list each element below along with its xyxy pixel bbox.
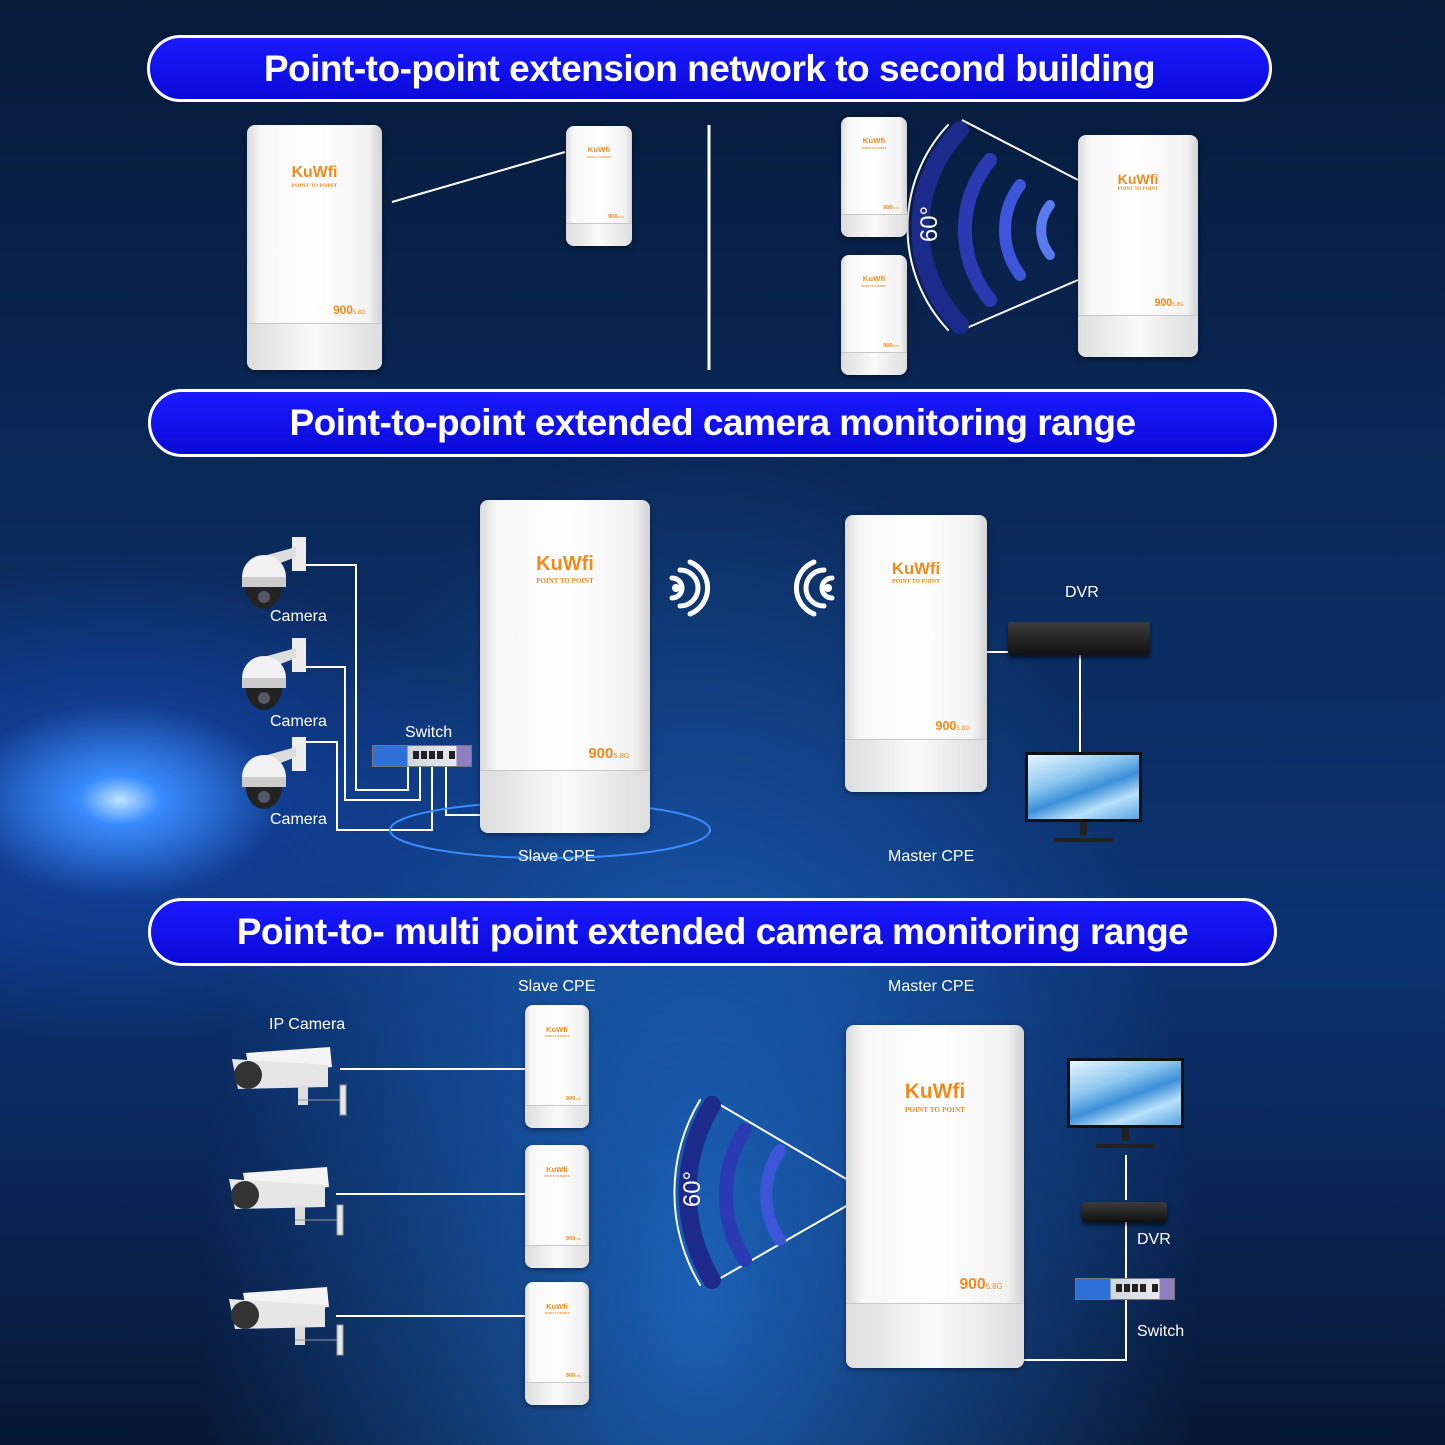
switch-label: Switch <box>405 724 453 741</box>
camera-label: Camera <box>270 811 327 828</box>
angle-label: 60° <box>679 1170 707 1208</box>
brand-logo: KuWfi <box>291 164 338 182</box>
angle-label: 60° <box>916 205 944 243</box>
dome-camera-icon <box>242 737 306 809</box>
brand-logo: KuWfi <box>546 1164 568 1174</box>
kuwfi-cpe-device: KuWfi POINT TO POINT 9005.8G <box>841 117 907 237</box>
dvr-recorder <box>1082 1202 1167 1222</box>
brand-logo: KuWfi <box>546 1024 568 1034</box>
dome-camera-icon <box>242 638 306 710</box>
banner-ptmp-camera: Point-to- multi point extended camera mo… <box>148 898 1277 966</box>
speed-badge: 9005.8G <box>565 1095 582 1102</box>
device-subtitle: POINT TO POINT <box>892 579 940 586</box>
speed-badge: 9005.8G <box>565 1372 582 1379</box>
banner-ptp-camera: Point-to-point extended camera monitorin… <box>148 389 1277 457</box>
slave-cpe-label: Slave CPE <box>518 848 596 865</box>
link-line <box>391 151 566 203</box>
kuwfi-cpe-device: KuWfi POINT TO POINT 9005.8G <box>525 1282 589 1405</box>
kuwfi-cpe-device: KuWfi POINT TO POINT 9005.8G <box>525 1005 589 1128</box>
speed-badge: 9005.8G <box>588 744 630 762</box>
ip-camera-label: IP Camera <box>269 1016 346 1033</box>
dvr-recorder <box>1008 622 1150 655</box>
kuwfi-cpe-device: KuWfi POINT TO POINT 9005.8G <box>480 500 650 833</box>
brand-logo: KuWfi <box>891 559 941 579</box>
dvr-label: DVR <box>1137 1231 1171 1248</box>
device-subtitle: POINT TO POINT <box>861 145 887 150</box>
device-subtitle: POINT TO POINT <box>544 1033 570 1038</box>
brand-logo: KuWfi <box>1117 170 1159 187</box>
speed-badge: 9005.8G <box>883 343 900 350</box>
wifi-signal-icon <box>793 559 835 617</box>
brand-logo: KuWfi <box>546 1301 568 1311</box>
kuwfi-cpe-device: KuWfi POINT TO POINT 9005.8G <box>247 125 382 370</box>
speed-badge: 9005.8G <box>565 1235 582 1242</box>
speed-badge: 9005.8G <box>1154 297 1184 310</box>
network-switch <box>372 745 472 767</box>
brand-logo: KuWfi <box>862 136 886 146</box>
device-subtitle: POINT TO POINT <box>904 1105 966 1114</box>
dvr-label: DVR <box>1065 584 1099 601</box>
kuwfi-cpe-device: KuWfi POINT TO POINT 9005.8G <box>1078 135 1198 357</box>
speed-badge: 9005.8G <box>608 214 625 221</box>
monitor <box>1025 752 1142 842</box>
banner-ptp-building: Point-to-point extension network to seco… <box>147 35 1272 102</box>
device-subtitle: POINT TO POINT <box>536 577 594 586</box>
signal-arcs <box>389 121 1055 1289</box>
camera-label: Camera <box>270 713 327 730</box>
speed-badge: 9005.8G <box>935 718 970 733</box>
monitor <box>1067 1058 1184 1148</box>
brand-logo: KuWfi <box>587 145 611 155</box>
wifi-signal-icon <box>669 559 711 617</box>
speed-badge: 9005.8G <box>883 205 900 212</box>
slave-cpe-label: Slave CPE <box>518 978 596 995</box>
master-cpe-label: Master CPE <box>888 848 975 865</box>
bullet-camera-icon <box>232 1047 347 1116</box>
camera-label: Camera <box>270 608 327 625</box>
speed-badge: 9005.8G <box>333 303 366 318</box>
switch-label: Switch <box>1137 1323 1185 1340</box>
device-subtitle: POINT TO POINT <box>586 154 612 159</box>
brand-logo: KuWfi <box>862 274 886 284</box>
master-cpe-label: Master CPE <box>888 978 975 995</box>
dome-camera-icon <box>242 537 306 609</box>
speed-badge: 9005.8G <box>959 1276 1003 1294</box>
device-subtitle: POINT TO POINT <box>291 183 338 190</box>
network-switch <box>1075 1278 1175 1300</box>
bullet-camera-icon <box>229 1287 344 1356</box>
kuwfi-cpe-device: KuWfi POINT TO POINT 9005.8G <box>525 1145 589 1268</box>
device-subtitle: POINT TO POINT <box>861 283 887 288</box>
brand-logo: KuWfi <box>904 1079 966 1103</box>
kuwfi-cpe-device: KuWfi POINT TO POINT 9005.8G <box>566 126 632 246</box>
kuwfi-cpe-device: KuWfi POINT TO POINT 9005.8G <box>841 255 907 375</box>
kuwfi-cpe-device: KuWfi POINT TO POINT 9005.8G <box>846 1025 1024 1368</box>
kuwfi-cpe-device: KuWfi POINT TO POINT 9005.8G <box>845 515 987 792</box>
bullet-camera-icon <box>229 1167 344 1236</box>
device-subtitle: POINT TO POINT <box>544 1310 570 1315</box>
brand-logo: KuWfi <box>536 553 594 576</box>
device-subtitle: POINT TO POINT <box>1117 187 1159 193</box>
device-subtitle: POINT TO POINT <box>544 1173 570 1178</box>
